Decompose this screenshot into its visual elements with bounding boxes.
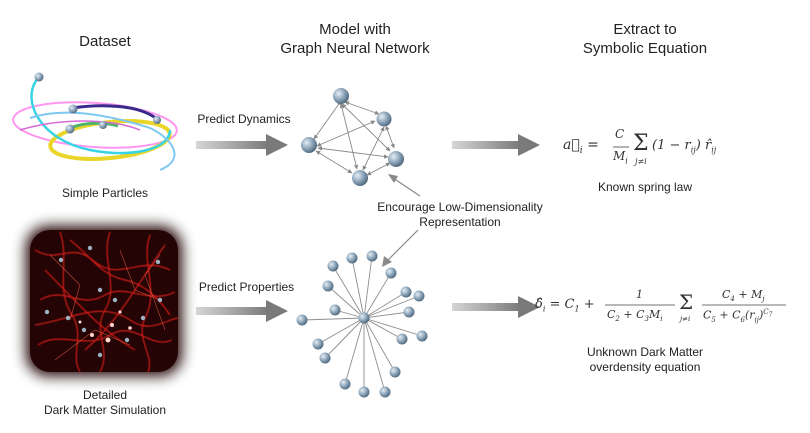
caption-simple-particles: Simple Particles	[61, 186, 149, 200]
header-model: Model with Graph Neural Network	[255, 20, 455, 58]
note-line2: Representation	[419, 215, 501, 229]
graph-node	[312, 338, 324, 350]
graph-node	[339, 378, 351, 390]
caption-dark-matter-line2: Dark Matter Simulation	[43, 403, 167, 417]
dark-matter-image	[14, 215, 194, 385]
graph-node	[385, 267, 397, 279]
simple-particles-image	[12, 72, 178, 171]
equation-fraction-bars	[605, 146, 786, 306]
graph-node	[358, 386, 370, 398]
graph-node	[416, 330, 428, 342]
caption-spring-law: Known spring law	[597, 180, 693, 194]
graph-node	[379, 386, 391, 398]
note-pointer-arrows	[382, 174, 421, 267]
label-predict-dynamics: Predict Dynamics	[197, 112, 291, 126]
caption-dm-eq-line2: overdensity equation	[589, 360, 701, 374]
particle-node	[68, 104, 78, 114]
graph-node	[403, 306, 415, 318]
header-extract: Extract to Symbolic Equation	[565, 20, 725, 58]
top-graph-network	[301, 88, 404, 186]
graph-node	[329, 304, 341, 316]
graph-node	[389, 366, 401, 378]
note-line1: Encourage Low-Dimensionality	[377, 200, 543, 214]
caption-dark-matter-equation: Unknown Dark Matter overdensity equation	[570, 345, 720, 375]
particle-node	[153, 116, 161, 124]
label-predict-properties: Predict Properties	[198, 280, 295, 294]
particle-node	[65, 124, 75, 134]
note-low-dimensionality: Encourage Low-Dimensionality Representat…	[365, 200, 555, 230]
arrow-predict-dynamics	[196, 134, 288, 156]
particle-node	[34, 72, 44, 82]
graph-node	[346, 252, 358, 264]
graph-node	[333, 88, 349, 104]
caption-dark-matter: Detailed Dark Matter Simulation	[20, 388, 190, 418]
header-extract-line1: Extract to	[613, 21, 677, 38]
graph-node	[352, 170, 368, 186]
graph-node	[296, 314, 308, 326]
bottom-graph-star	[296, 250, 428, 398]
arrow-extract-top	[452, 134, 540, 156]
graph-node	[319, 352, 331, 364]
header-model-line1: Model with	[319, 21, 391, 38]
caption-dm-eq-line1: Unknown Dark Matter	[586, 345, 704, 359]
graph-node	[413, 290, 425, 302]
header-model-line2: Graph Neural Network	[280, 40, 430, 57]
graph-node	[366, 250, 378, 262]
graph-node	[388, 151, 404, 167]
arrow-predict-properties	[196, 300, 288, 322]
arrow-extract-bottom	[452, 296, 540, 318]
graph-node	[301, 137, 317, 153]
graph-node	[376, 111, 392, 127]
header-extract-line2: Symbolic Equation	[582, 40, 708, 57]
caption-dark-matter-line1: Detailed	[82, 388, 128, 402]
header-dataset: Dataset	[79, 33, 131, 50]
graph-node	[327, 260, 339, 272]
graph-node	[322, 280, 334, 292]
graph-center-node	[358, 312, 370, 324]
graph-node	[396, 333, 408, 345]
graph-node	[400, 286, 412, 298]
particle-node	[99, 121, 107, 129]
